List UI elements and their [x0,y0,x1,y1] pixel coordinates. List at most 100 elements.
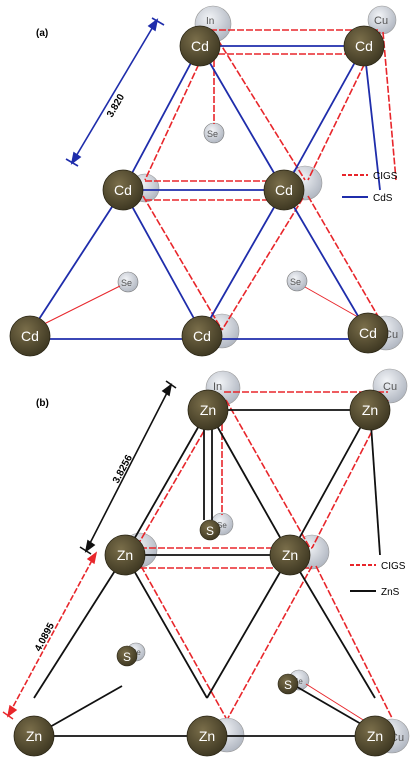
se-atom-label: Se [290,277,301,287]
zns-bond [289,554,376,699]
zn-atom [349,389,391,431]
zns-bond [289,409,371,556]
cu-atom-label: Cu [374,15,388,27]
panel-a-legend: CIGS CdS [342,171,398,204]
dimension-tick [165,380,177,389]
zn-atom [186,715,228,757]
cigs-bond [142,195,223,331]
cd-atom-label: Cd [193,328,211,344]
zns-bond [124,409,209,556]
zns-bond [33,554,126,699]
cigs-bond [315,565,393,719]
panel-a-cd-atoms: Cd Cd Cd Cd Cd Cd Cd [9,25,389,357]
zn-atom-label: Zn [367,728,383,744]
cds-bond [283,45,365,191]
zn-atom [269,534,311,576]
se-atom-label: Se [207,129,218,139]
panel-b-zn-atoms: Zn Zn Zn Zn Zn Zn Zn [13,389,396,757]
se-atom-label: Se [217,521,227,530]
panel-a: (a) In Cu Se Se Se Cu [9,5,404,357]
cd-atom [263,169,305,211]
in-atom-label: In [213,381,222,393]
cd-atom-label: Cd [359,325,377,341]
panel-b: (b) In Cu Se Se Se Cu [2,368,410,757]
cd-atom [102,169,144,211]
legend-cds-label: CdS [373,193,393,204]
zn-atom-label: Zn [282,547,298,563]
panel-a-label: (a) [36,28,48,39]
arrow-head [84,539,96,553]
panel-b-dimension-label-cigs: 4.0895 [33,621,57,654]
cd-atom [343,25,385,67]
cds-bond [122,45,201,191]
s-atom-label: S [284,678,292,692]
zn-atom [187,389,229,431]
cd-atom-label: Cd [21,328,39,344]
cd-atom [347,312,389,354]
cds-bond [283,189,369,334]
panel-a-cds-bonds [29,45,381,340]
cigs-bond [144,39,211,181]
panel-b-dimension-label-zns: 3.8256 [111,453,135,486]
se-atom-label: Se [121,278,132,288]
se-bond [31,285,121,331]
cd-atom-label: Cd [355,38,373,54]
se-atom [286,270,308,292]
cu-atom-label: Cu [383,381,397,393]
arrow-head [86,551,98,565]
se-atom-label: Se [293,677,303,686]
zns-bond [207,409,291,556]
arrow-head [70,151,82,165]
zn-atom [104,534,146,576]
zn-atom [354,715,396,757]
cds-bond [29,189,124,334]
panel-b-dimension-arrow-cigs [7,552,97,717]
cd-atom-label: Cd [114,182,132,198]
cigs-bond [382,31,397,181]
s-atom-label: S [206,524,214,538]
panel-a-cigs-bonds [142,29,397,331]
panel-a-dimension-label: 3.820 [105,92,127,120]
dimension-line [7,552,97,717]
arrow-head [147,18,159,32]
arrow-head [161,383,173,397]
panel-a-dimension-arrow [65,17,165,167]
panel-b-zns-bonds [33,409,381,737]
panel-b-s-atoms: S S S [116,519,299,695]
panel-b-dimension-heads-cigs [2,551,98,720]
s-atom-label: S [123,650,131,664]
cds-bond [199,45,285,191]
panel-b-dimension-arrow-zns [79,380,177,555]
zn-atom-label: Zn [117,547,133,563]
legend-zns-label: ZnS [381,587,400,598]
zns-bond [206,554,291,699]
zn-atom-label: Zn [199,728,215,744]
cd-atom-label: Cd [275,182,293,198]
s-atom [116,645,138,667]
cigs-bond [217,39,306,181]
dimension-tick [151,17,165,26]
zns-bond [369,409,381,556]
dimension-tick [2,711,14,720]
cds-bond [363,45,381,191]
zn-atom [13,715,55,757]
dimension-line [85,384,172,552]
cigs-bond [307,195,387,331]
cigs-bond [221,197,304,331]
cds-bond [122,189,203,334]
s-atom [277,673,299,695]
dimension-tick [65,158,79,167]
dimension-line [71,19,158,164]
cd-atom [181,315,223,357]
zn-atom-label: Zn [26,728,42,744]
s-atom [199,519,221,541]
cds-bond [201,189,285,334]
legend-cigs-label: CIGS [381,561,406,572]
panel-b-legend: CIGS ZnS [350,561,406,598]
cigs-bond [225,399,311,549]
legend-cigs-label: CIGS [373,171,398,182]
zn-atom-label: Zn [362,402,378,418]
cu-atom [367,5,397,35]
panel-b-label: (b) [36,398,49,409]
